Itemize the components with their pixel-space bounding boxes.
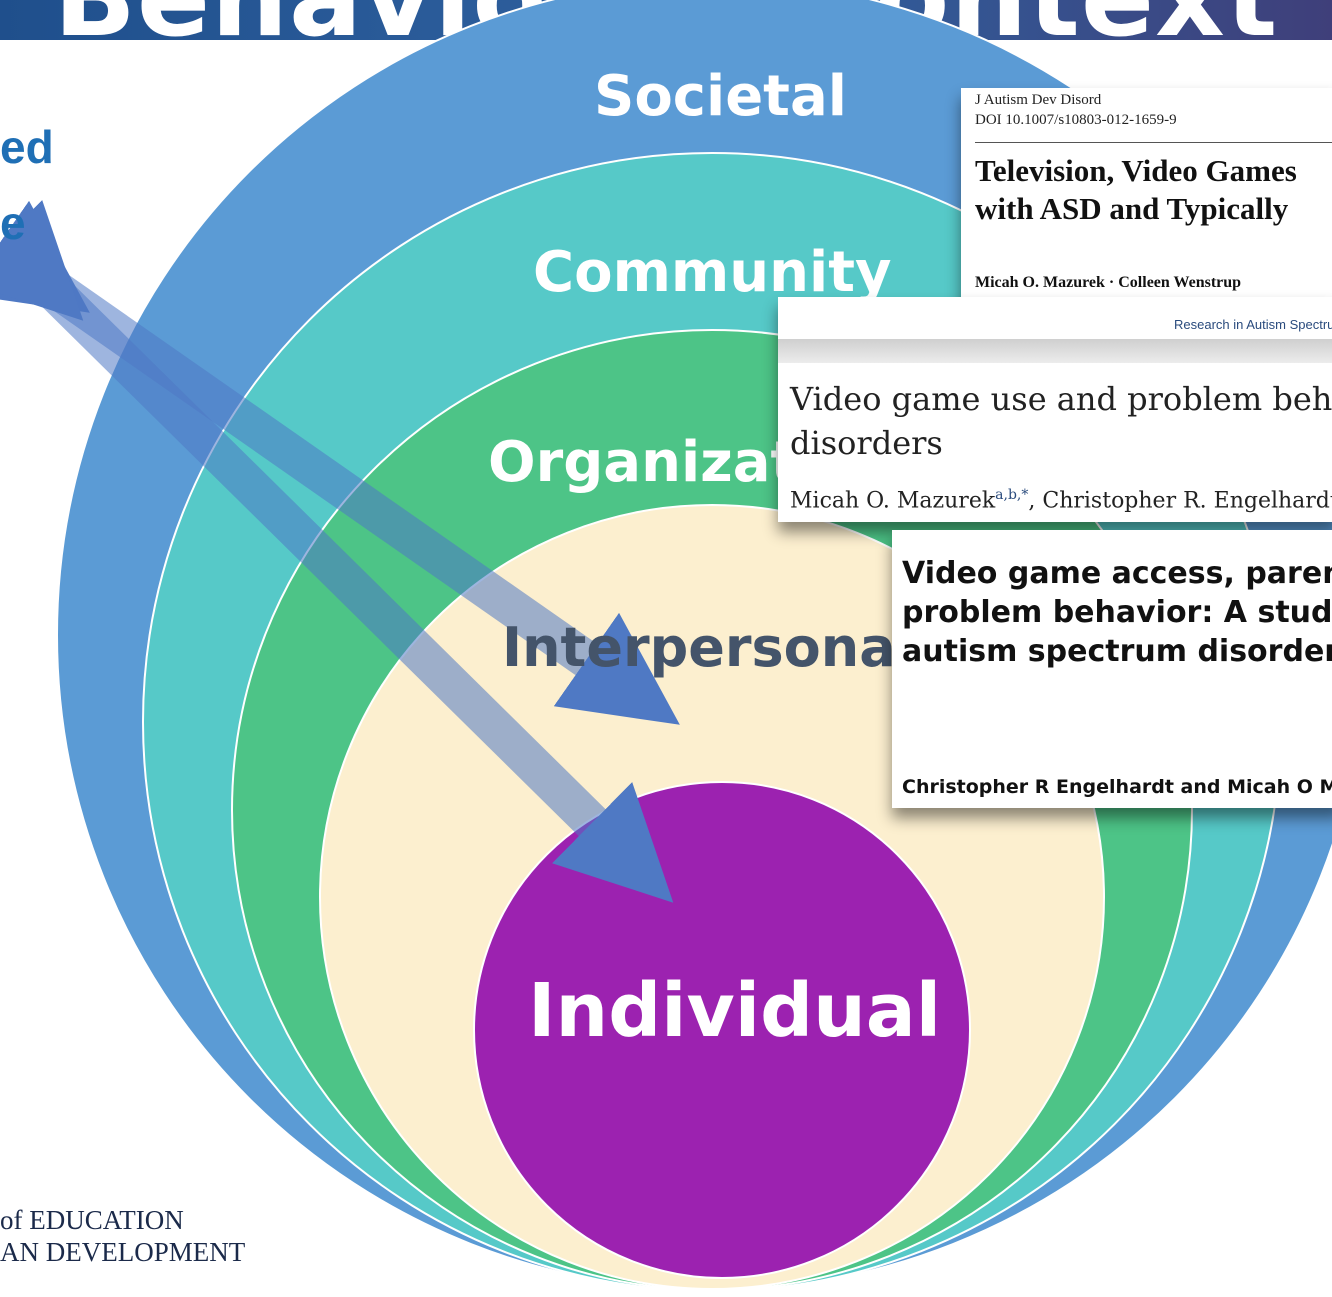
institution-logo: of EDUCATION AN DEVELOPMENT (0, 1204, 245, 1268)
label-individual: Individual (528, 968, 942, 1054)
label-community: Community (533, 240, 892, 305)
label-societal: Societal (594, 64, 847, 129)
paper-excerpt-problem-behaviors: Research in Autism Spectrum Disorders Vi… (778, 297, 1332, 522)
logo-line: of EDUCATION (0, 1205, 184, 1235)
header-band (778, 339, 1332, 363)
label-interpersonal: Interpersonal (502, 616, 915, 679)
paper-journal: J Autism Dev Disord (975, 92, 1102, 108)
logo-line: AN DEVELOPMENT (0, 1237, 246, 1267)
paper-excerpt-video-game-access: Video game access, parental problem beha… (892, 530, 1332, 808)
paper-title: Video game use and problem behaviors dis… (790, 380, 1332, 462)
paper-authors: Micah O. Mazurek · Colleen Wenstrup (975, 274, 1242, 291)
individual-circle (473, 781, 971, 1279)
paper-title: Video game access, parental problem beha… (902, 556, 1332, 669)
left-text-fragment: e (0, 197, 26, 249)
paper-title: Television, Video Games with ASD and Typ… (975, 153, 1297, 226)
left-text-fragment: ed (0, 121, 54, 173)
divider (975, 142, 1332, 143)
paper-excerpt-television: J Autism Dev Disord DOI 10.1007/s10803-0… (961, 88, 1332, 314)
paper-journal: Research in Autism Spectrum Disorders (1174, 317, 1332, 332)
paper-doi: DOI 10.1007/s10803-012-1659-9 (975, 112, 1177, 128)
paper-authors: Christopher R Engelhardt and Micah O Maz… (902, 776, 1332, 798)
arrow-to-individual (0, 200, 674, 903)
paper-authors: Micah O. Mazureka,b,*, Christopher R. En… (790, 487, 1332, 514)
